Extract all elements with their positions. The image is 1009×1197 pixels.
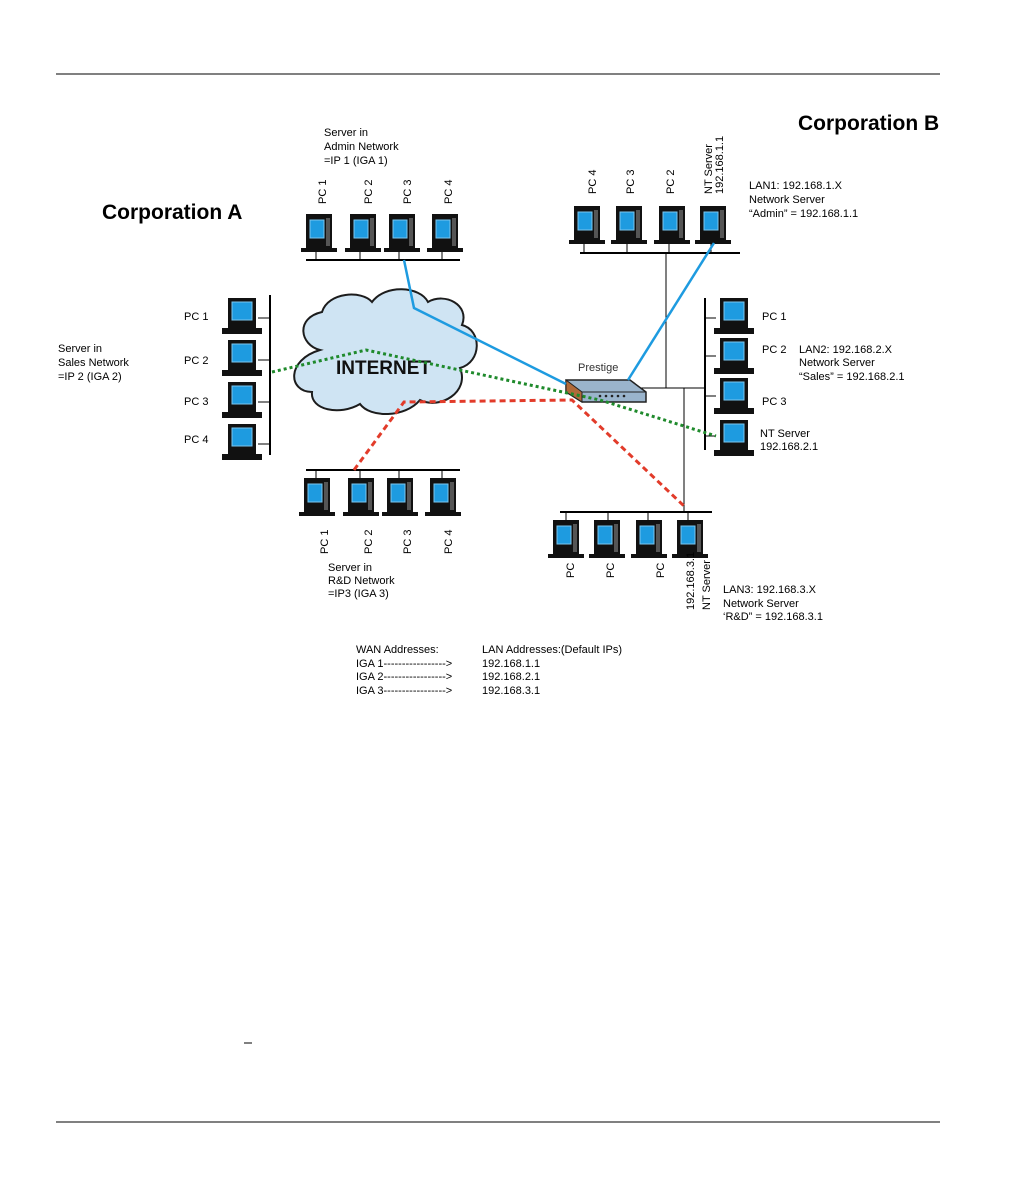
admin-link [402,259,567,386]
wan-row-1: IGA 1-----------------> [356,658,452,670]
workstation-icon [630,519,668,559]
rd-pc1-label: PC 1 [319,530,331,554]
lan2-server-label: NT Server [760,428,810,440]
prestige-label: Prestige [578,362,618,374]
workstation-icon [344,213,382,253]
internet-cloud-icon: INTERNET [293,288,478,416]
workstation-icon [426,213,464,253]
admin-pc1-label: PC 1 [317,180,329,204]
lan2-caption-line3: “Sales” = 192.168.2.1 [799,371,905,383]
sales-network: Server in Sales Network =IP 2 (IGA 2) PC… [58,295,271,461]
admin-caption-line3: =IP 1 (IGA 1) [324,155,388,167]
workstation-icon [713,377,755,415]
admin-pc3-label: PC 3 [402,180,414,204]
sales-pc1-label: PC 1 [184,311,208,323]
lan1-server-label: NT Server [703,144,715,194]
sales-caption-line3: =IP 2 (IGA 2) [58,371,122,383]
wan-row-3: IGA 3-----------------> [356,685,452,697]
rd-pc2-label: PC 2 [363,530,375,554]
workstation-icon [547,519,585,559]
workstation-icon [298,477,336,517]
lan1-server-ip: 192.168.1.1 [714,136,726,194]
lan1-pc4-label: PC 4 [587,170,599,194]
admin-caption-line2: Admin Network [324,141,399,153]
lan1-caption-line2: Network Server [749,194,825,206]
lan3-server-label: NT Server [701,560,713,610]
lan2-network: PC 1 PC 2 PC 3 NT Server 192.168.2.1 LAN… [704,297,905,457]
lan-row-1: 192.168.1.1 [482,658,540,670]
workstation-icon [221,381,263,419]
workstation-icon [653,205,691,245]
lan2-caption-line1: LAN2: 192.168.2.X [799,344,893,356]
lan2-pc1-label: PC 1 [762,311,786,323]
lan1-caption-line1: LAN1: 192.168.1.X [749,180,843,192]
workstation-icon [424,477,462,517]
workstation-icon [383,213,421,253]
lan3-server-ip: 192.168.3.1 [685,552,697,610]
lan3-pc-label-2: PC [605,563,617,578]
corporation-b-title: Corporation B [798,112,939,135]
admin-pc2-label: PC 2 [363,180,375,204]
sales-caption-line1: Server in [58,343,102,355]
lan3-caption-line3: ‘R&D” = 192.168.3.1 [723,611,823,623]
lan-row-2: 192.168.2.1 [482,671,540,683]
admin-network: Server in Admin Network =IP 1 (IGA 1) PC… [300,127,464,261]
rd-network: PC 1 PC 2 PC 3 PC 4 Server in R&D Networ… [298,469,462,600]
workstation-icon [713,419,755,457]
sales-pc2-label: PC 2 [184,355,208,367]
workstation-icon [381,477,419,517]
workstation-icon [694,205,732,245]
lan3-network: PC PC PC NT Server 192.168.3.1 LAN3: 192… [547,511,823,623]
rd-caption-line1: Server in [328,562,372,574]
sales-link [271,348,717,438]
workstation-icon [713,297,755,335]
lan1-admin-link [626,242,716,381]
rd-pc3-label: PC 3 [402,530,414,554]
lan3-pc-label-1: PC [565,563,577,578]
workstation-icon [588,519,626,559]
corporation-a-title: Corporation A [102,201,242,224]
lan-header: LAN Addresses:(Default IPs) [482,644,622,656]
workstation-icon [713,337,755,375]
wan-header: WAN Addresses: [356,644,439,656]
rd-pc4-label: PC 4 [443,530,455,554]
lan2-caption-line2: Network Server [799,357,875,369]
rd-link [352,398,686,508]
rd-caption-line2: R&D Network [328,575,395,587]
lan2-server-ip: 192.168.2.1 [760,441,818,453]
wan-row-2: IGA 2-----------------> [356,671,452,683]
sales-pc4-label: PC 4 [184,434,208,446]
lan3-pc-label-3: PC [655,563,667,578]
lan2-pc2-label: PC 2 [762,344,786,356]
lan1-pc2-label: PC 2 [665,170,677,194]
lan3-caption-line1: LAN3: 192.168.3.X [723,584,817,596]
sales-pc3-label: PC 3 [184,396,208,408]
workstation-icon [221,423,263,461]
lan2-pc3-label: PC 3 [762,396,786,408]
rd-caption-line3: =IP3 (IGA 3) [328,588,389,600]
lan1-pc3-label: PC 3 [625,170,637,194]
workstation-icon [221,339,263,377]
lan-row-3: 192.168.3.1 [482,685,540,697]
admin-pc4-label: PC 4 [443,180,455,204]
workstation-icon [300,213,338,253]
lan3-caption-line2: Network Server [723,598,799,610]
workstation-icon [221,297,263,335]
address-table: WAN Addresses: LAN Addresses:(Default IP… [356,644,622,697]
sales-caption-line2: Sales Network [58,357,129,369]
internet-label: INTERNET [336,358,431,379]
workstation-icon [342,477,380,517]
workstation-icon [610,205,648,245]
lan1-network: PC 4 PC 3 PC 2 NT Server 192.168.1.1 LAN… [568,136,858,254]
admin-caption-line1: Server in [324,127,368,139]
workstation-icon [568,205,606,245]
lan1-caption-line3: “Admin” = 192.168.1.1 [749,208,858,220]
